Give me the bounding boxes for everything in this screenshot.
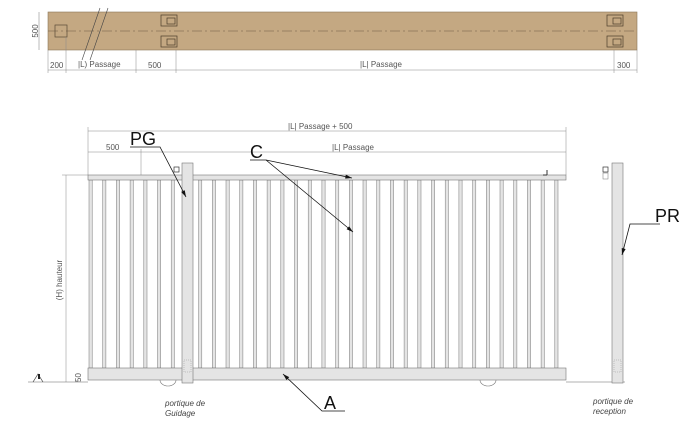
dim-height: (H) hauteur	[55, 259, 64, 300]
reception-caption-2: reception	[593, 407, 626, 416]
gate-bar	[499, 179, 504, 369]
gate-bar	[362, 179, 367, 369]
plan-dim-200: 200	[50, 61, 64, 70]
gate-bar	[335, 179, 340, 369]
gate-bars	[88, 179, 559, 369]
gate-bar	[472, 179, 477, 369]
break-line	[89, 7, 109, 61]
guide-post-plan	[160, 14, 178, 48]
gate-bar	[143, 179, 148, 369]
guide-caption-2: Guidage	[165, 409, 196, 418]
guide-caption-1: portique de	[164, 399, 206, 408]
elevation-dimensions	[62, 127, 567, 382]
motor-base	[54, 24, 68, 38]
gate-bar	[513, 179, 518, 369]
plan-view: 500 200 |L) Passage 500 |L| Passage 300	[31, 7, 638, 73]
gate-bar	[88, 179, 93, 369]
dim-passage: |L| Passage	[332, 143, 375, 152]
gate-bar	[157, 179, 161, 369]
gate-bar	[212, 179, 216, 369]
gate-bar	[198, 179, 203, 369]
plan-width-dim: 500	[31, 24, 40, 38]
break-line	[81, 7, 101, 61]
guide-post	[181, 162, 194, 384]
wheel	[159, 379, 177, 387]
gate-bar	[458, 179, 463, 369]
gate-bar	[554, 179, 559, 369]
gate-bar	[307, 179, 312, 369]
gate-bar	[102, 179, 107, 369]
gate-bar	[129, 179, 134, 369]
elevation-view: |L| Passage + 500 500 |L| Passage (H) ha…	[28, 122, 680, 418]
gate-bar	[444, 179, 449, 369]
gate-bar	[431, 179, 435, 369]
gate-bar	[390, 179, 394, 369]
dim-500: 500	[106, 143, 120, 152]
top-rail	[87, 174, 567, 181]
gate-bar	[417, 179, 422, 369]
reception-post	[611, 162, 624, 384]
reception-stop-icon	[602, 166, 609, 173]
label-pr: PR	[655, 206, 680, 226]
plan-dim-passage: |L| Passage	[360, 60, 403, 69]
gate-bar	[116, 179, 120, 369]
plan-dim-passage-left: |L) Passage	[78, 60, 121, 69]
dim-50: 50	[74, 373, 83, 382]
gate-bar	[403, 179, 408, 369]
gate-bar	[540, 179, 545, 369]
label-a: A	[324, 393, 336, 413]
gate-bar	[280, 179, 285, 369]
gate-bar	[225, 179, 230, 369]
gate-bar	[294, 179, 298, 369]
reception-post-plan	[606, 14, 624, 48]
bottom-rail	[87, 367, 567, 381]
gate-bar	[266, 179, 271, 369]
gate-bar	[376, 179, 381, 369]
gate-bar	[239, 179, 244, 369]
label-c: C	[250, 142, 263, 162]
gate-bar	[527, 179, 531, 369]
plan-dim-500: 500	[148, 61, 162, 70]
gate-bar	[349, 179, 353, 369]
gate-bar	[486, 179, 490, 369]
label-pg: PG	[130, 129, 156, 149]
gate-bar	[253, 179, 257, 369]
gate-bar	[170, 179, 175, 369]
dim-total: |L| Passage + 500	[288, 122, 353, 131]
guide-roller-icon	[173, 166, 180, 173]
wheel	[479, 379, 497, 387]
reception-caption-1: portique de	[592, 397, 634, 406]
plan-dim-300: 300	[617, 61, 631, 70]
leader-lines	[130, 146, 660, 412]
